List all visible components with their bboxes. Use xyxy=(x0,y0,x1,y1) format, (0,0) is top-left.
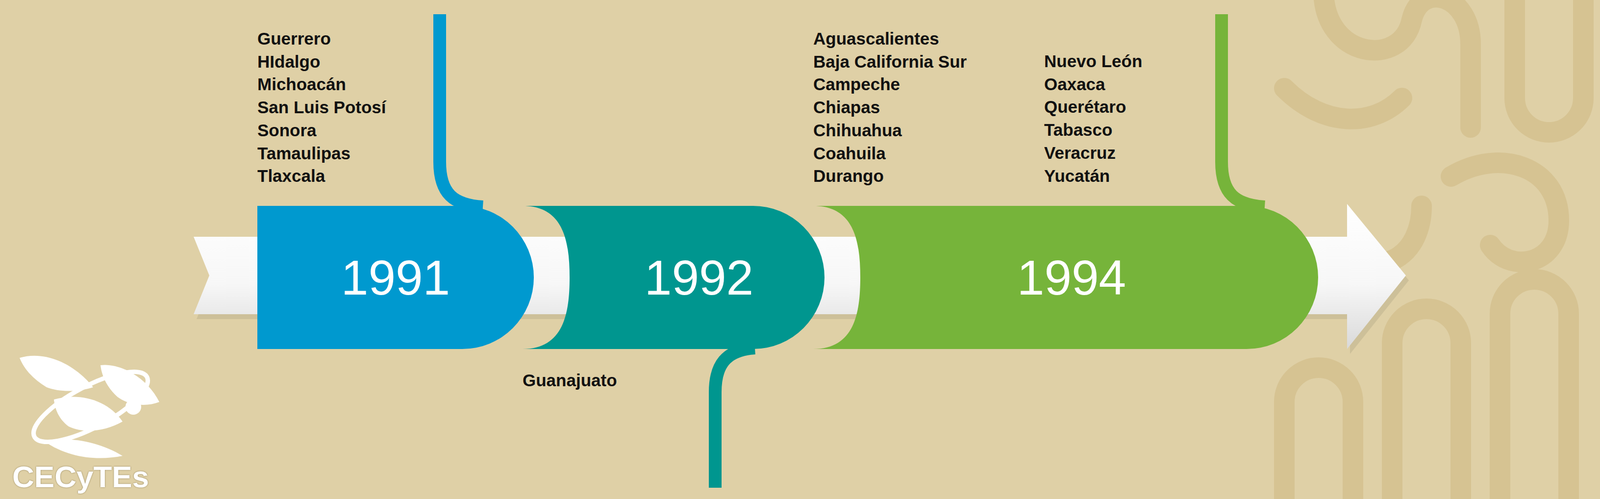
year-segment: 1992 xyxy=(522,205,825,350)
state-name: Sonora xyxy=(257,119,317,143)
watermark-stroke xyxy=(1284,367,1353,499)
state-name: Campeche xyxy=(813,73,900,97)
leader-line xyxy=(715,348,755,488)
state-name: Querétaro xyxy=(1044,95,1126,119)
logo-graphic xyxy=(19,355,160,459)
state-name: Veracruz xyxy=(1044,141,1116,165)
logo-petal xyxy=(53,396,123,431)
watermark-stroke xyxy=(1450,162,1559,262)
state-name: Chihuahua xyxy=(813,119,902,143)
logo-wordmark: CECyTEs xyxy=(12,459,150,495)
year-segment: 1994 xyxy=(813,205,1319,350)
segment-fill xyxy=(522,205,825,350)
watermark-stroke xyxy=(1514,0,1584,133)
leader-line xyxy=(1221,14,1265,207)
watermark-stroke xyxy=(1284,88,1402,120)
state-name: Guerrero xyxy=(257,27,331,51)
year-label: 1991 xyxy=(341,252,450,302)
timeline-arrow xyxy=(193,203,1406,350)
state-name: Chiapas xyxy=(813,96,880,120)
segment-fill xyxy=(257,205,534,350)
state-name: Oaxaca xyxy=(1044,73,1106,97)
state-name: Tamaulipas xyxy=(257,142,351,166)
state-name: Baja California Sur xyxy=(813,50,967,74)
state-name: Michoacán xyxy=(257,73,347,97)
watermark-stroke xyxy=(1500,279,1569,499)
year-label: 1994 xyxy=(1017,252,1126,302)
state-name: San Luis Potosí xyxy=(257,96,387,120)
state-name: Yucatán xyxy=(1044,164,1110,188)
state-name: Nuevo León xyxy=(1044,50,1143,74)
year-segment: 1991 xyxy=(257,205,534,350)
leader-line xyxy=(439,14,483,207)
state-name: Tlaxcala xyxy=(257,164,325,188)
state-name: Aguascalientes xyxy=(813,27,940,51)
segment-fill xyxy=(813,205,1319,350)
state-name: Durango xyxy=(813,164,884,188)
state-name: Tabasco xyxy=(1044,118,1113,142)
watermark-stroke xyxy=(1392,308,1461,499)
state-name: Guanajuato xyxy=(522,369,618,393)
logo-dot xyxy=(125,399,142,415)
logo-orbit xyxy=(24,358,157,455)
state-name: Coahuila xyxy=(813,142,886,166)
year-label: 1992 xyxy=(644,252,754,302)
state-name: HIdalgo xyxy=(257,50,321,74)
